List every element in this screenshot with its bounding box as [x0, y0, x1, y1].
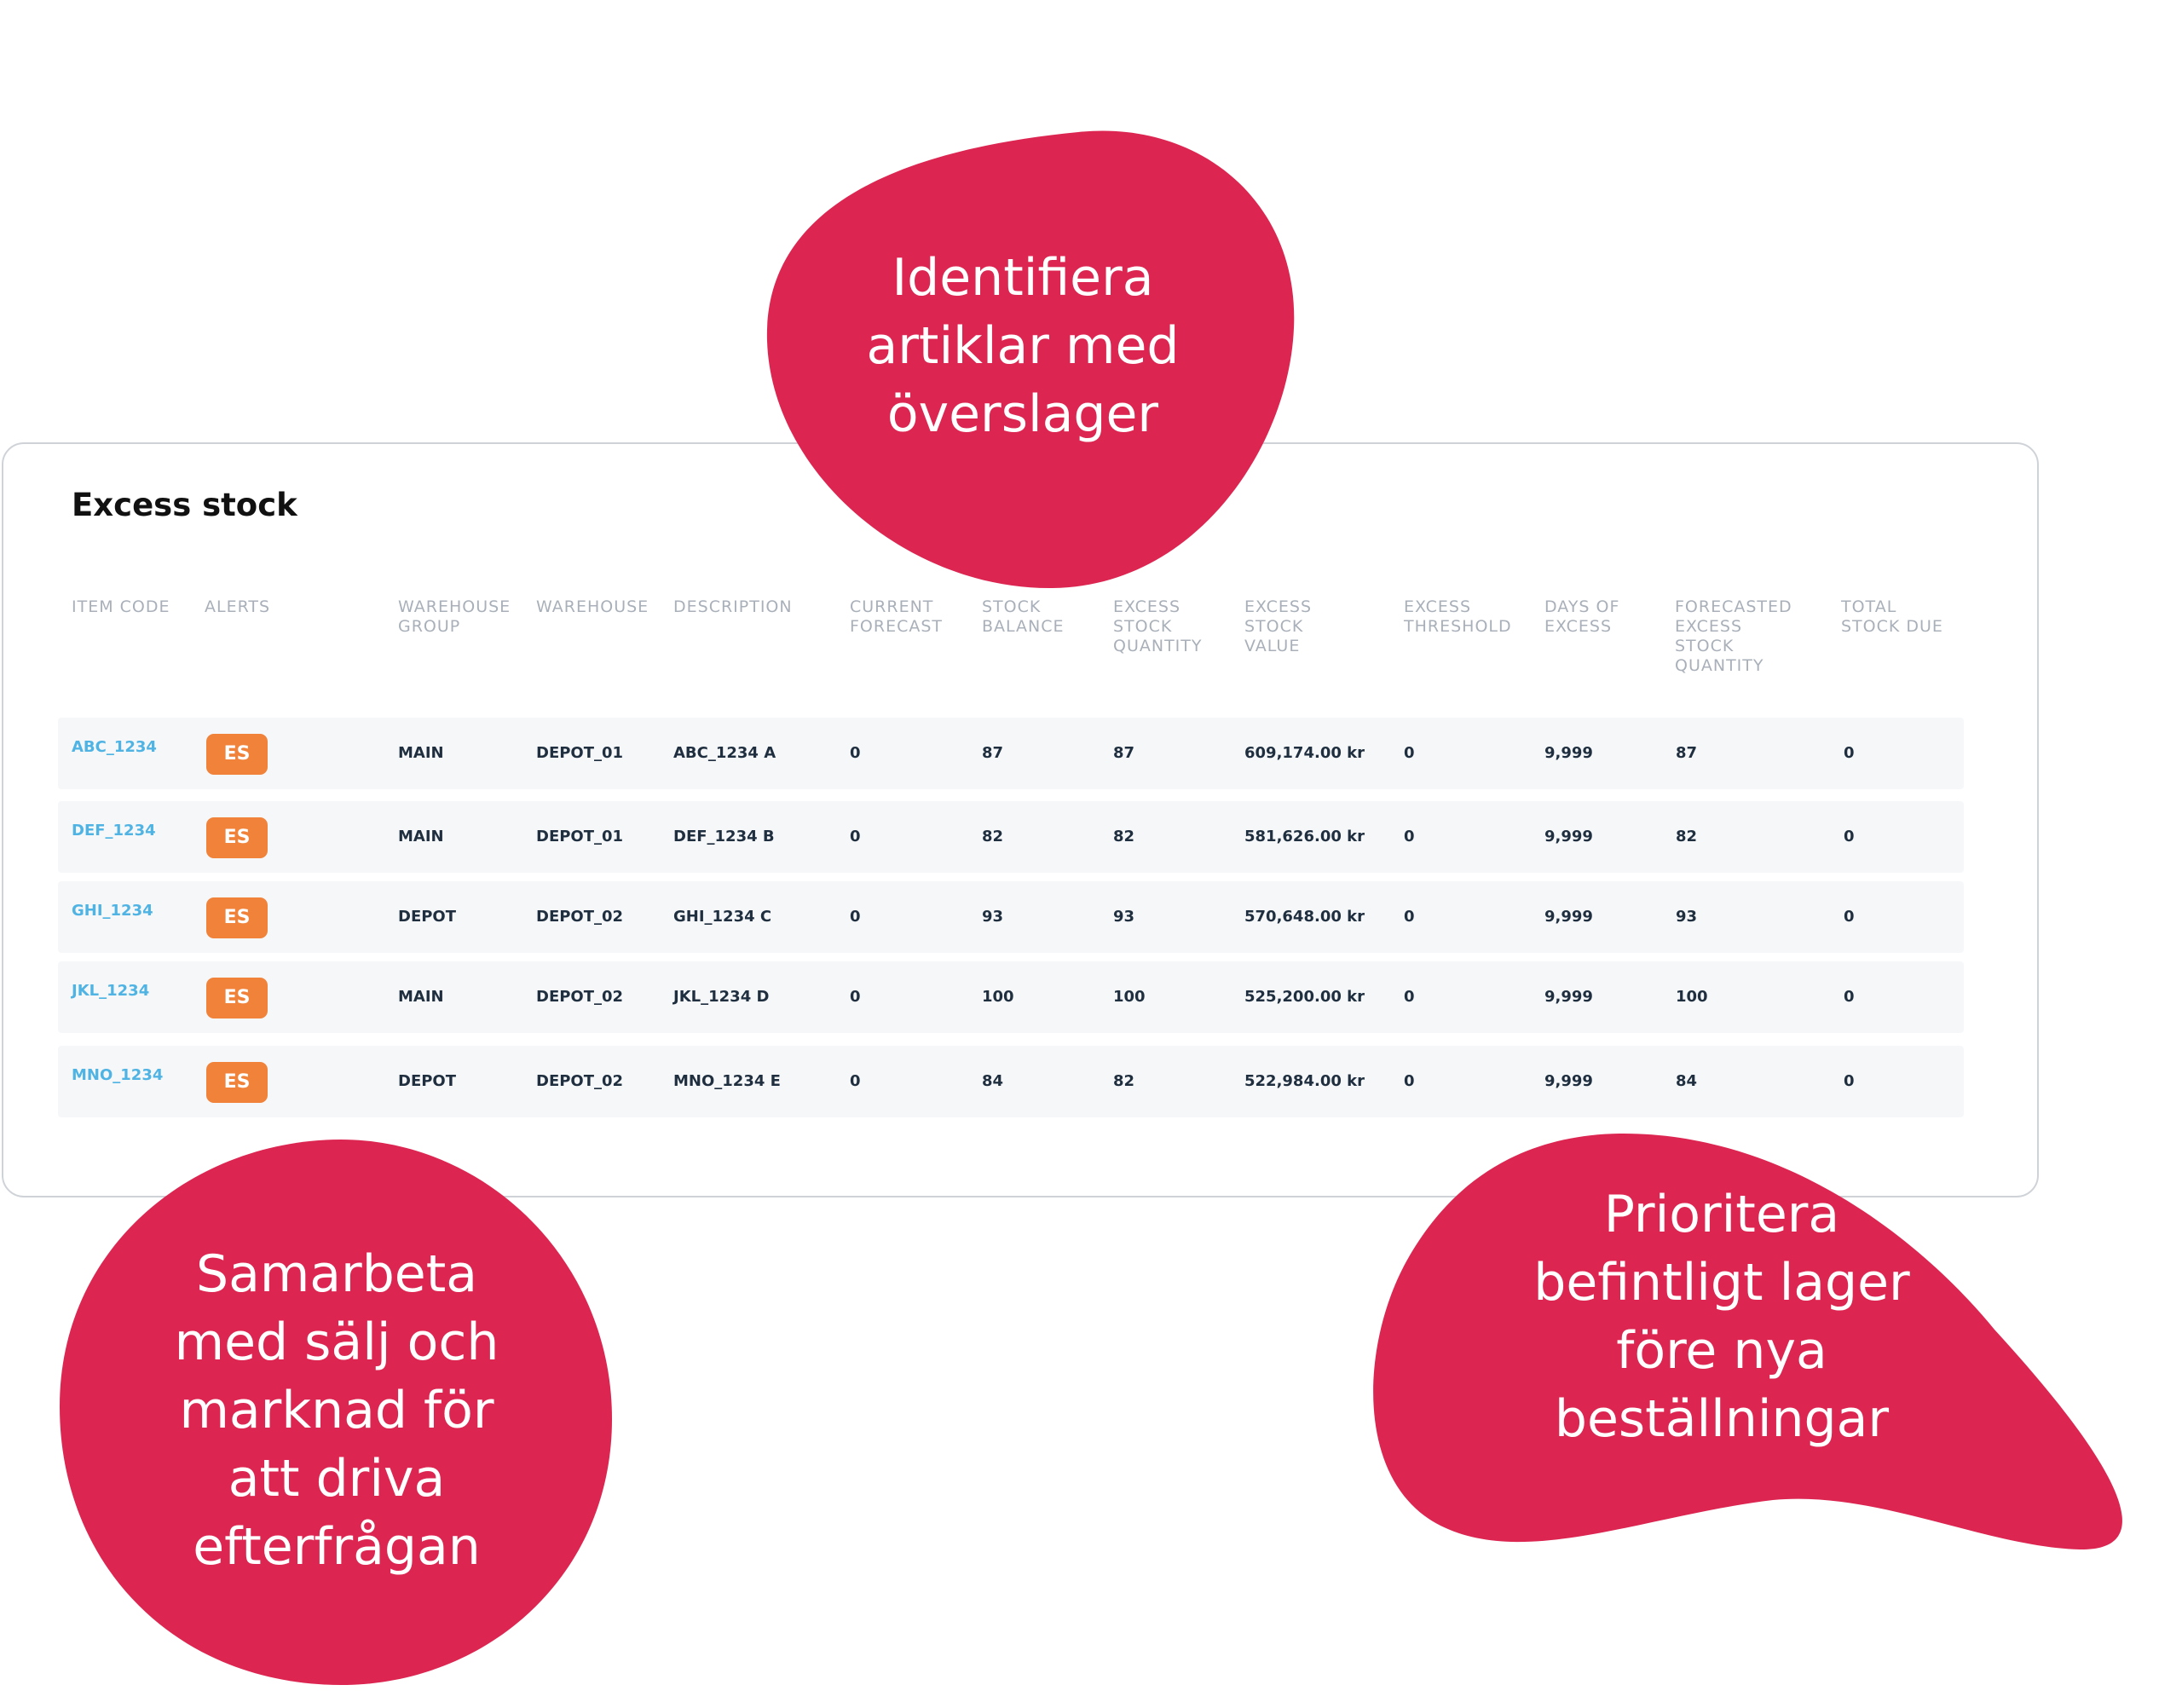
column-header-forecasted-excess-stock-quantity[interactable]: FORECASTED EXCESS STOCK QUANTITY	[1675, 597, 1792, 675]
warehouse-cell: DEPOT_01	[536, 828, 624, 845]
excess-threshold-cell: 0	[1404, 744, 1415, 762]
excess-stock-value-cell: 525,200.00 kr	[1244, 988, 1365, 1006]
callout-text-right: Prioritera befintligt lager före nya bes…	[1533, 1185, 1910, 1449]
current-forecast-cell: 0	[850, 988, 861, 1006]
alert-badge[interactable]: ES	[206, 734, 268, 775]
item-code-link[interactable]: ABC_1234	[72, 738, 157, 756]
excess-stock-value-cell: 581,626.00 kr	[1244, 828, 1365, 845]
item-code-link[interactable]: GHI_1234	[72, 902, 153, 920]
excess-threshold-cell: 0	[1404, 908, 1415, 926]
total-stock-due-cell: 0	[1844, 1072, 1855, 1090]
callout-text-left: Samarbeta med sälj och marknad för att d…	[174, 1244, 499, 1577]
warehouse-group-cell: DEPOT	[398, 1072, 457, 1090]
days-of-excess-cell: 9,999	[1544, 828, 1593, 845]
alert-badge[interactable]: ES	[206, 978, 268, 1018]
item-code-link[interactable]: MNO_1234	[72, 1066, 164, 1084]
column-header-alerts[interactable]: ALERTS	[205, 597, 271, 616]
warehouse-cell: DEPOT_02	[536, 908, 624, 926]
total-stock-due-cell: 0	[1844, 828, 1855, 845]
column-header-item-code[interactable]: ITEM CODE	[72, 597, 170, 616]
description-cell: ABC_1234 A	[673, 744, 776, 762]
card-title: Excess stock	[72, 487, 297, 523]
total-stock-due-cell: 0	[1844, 744, 1855, 762]
forecasted-excess-stock-quantity-cell: 93	[1676, 908, 1698, 926]
column-header-current-forecast[interactable]: CURRENT FORECAST	[850, 597, 944, 636]
column-header-excess-threshold[interactable]: EXCESS THRESHOLD	[1404, 597, 1512, 636]
stock-balance-cell: 87	[982, 744, 1004, 762]
stock-balance-cell: 93	[982, 908, 1004, 926]
column-header-description[interactable]: DESCRIPTION	[673, 597, 793, 616]
table-row[interactable]: MNO_1234 ES DEPOT DEPOT_02 MNO_1234 E 0 …	[58, 1046, 1964, 1117]
column-header-warehouse-group[interactable]: WAREHOUSE GROUP	[398, 597, 511, 636]
stock-balance-cell: 84	[982, 1072, 1004, 1090]
current-forecast-cell: 0	[850, 744, 861, 762]
alert-badge[interactable]: ES	[206, 817, 268, 858]
callout-blob-left	[60, 1140, 612, 1685]
days-of-excess-cell: 9,999	[1544, 744, 1593, 762]
current-forecast-cell: 0	[850, 1072, 861, 1090]
warehouse-group-cell: MAIN	[398, 828, 444, 845]
total-stock-due-cell: 0	[1844, 908, 1855, 926]
days-of-excess-cell: 9,999	[1544, 908, 1593, 926]
table-row[interactable]: GHI_1234 ES DEPOT DEPOT_02 GHI_1234 C 0 …	[58, 881, 1964, 953]
stock-balance-cell: 82	[982, 828, 1004, 845]
column-header-excess-stock-quantity[interactable]: EXCESS STOCK QUANTITY	[1113, 597, 1203, 655]
warehouse-cell: DEPOT_01	[536, 744, 624, 762]
alert-badge[interactable]: ES	[206, 1062, 268, 1103]
forecasted-excess-stock-quantity-cell: 100	[1676, 988, 1708, 1006]
excess-threshold-cell: 0	[1404, 828, 1415, 845]
excess-stock-quantity-cell: 87	[1113, 744, 1135, 762]
total-stock-due-cell: 0	[1844, 988, 1855, 1006]
table-row[interactable]: ABC_1234 ES MAIN DEPOT_01 ABC_1234 A 0 8…	[58, 718, 1964, 789]
description-cell: JKL_1234 D	[673, 988, 770, 1006]
description-cell: DEF_1234 B	[673, 828, 775, 845]
description-cell: MNO_1234 E	[673, 1072, 781, 1090]
item-code-link[interactable]: DEF_1234	[72, 822, 156, 840]
callout-text-top: Identifiera artiklar med överslager	[866, 248, 1180, 444]
column-header-days-of-excess[interactable]: DAYS OF EXCESS	[1544, 597, 1620, 636]
excess-threshold-cell: 0	[1404, 988, 1415, 1006]
warehouse-group-cell: MAIN	[398, 988, 444, 1006]
excess-threshold-cell: 0	[1404, 1072, 1415, 1090]
column-header-stock-balance[interactable]: STOCK BALANCE	[982, 597, 1065, 636]
current-forecast-cell: 0	[850, 828, 861, 845]
warehouse-group-cell: DEPOT	[398, 908, 457, 926]
excess-stock-quantity-cell: 100	[1113, 988, 1146, 1006]
excess-stock-quantity-cell: 82	[1113, 828, 1135, 845]
table-row[interactable]: DEF_1234 ES MAIN DEPOT_01 DEF_1234 B 0 8…	[58, 801, 1964, 873]
table-row[interactable]: JKL_1234 ES MAIN DEPOT_02 JKL_1234 D 0 1…	[58, 961, 1964, 1033]
column-header-excess-stock-value[interactable]: EXCESS STOCK VALUE	[1244, 597, 1313, 655]
excess-stock-quantity-cell: 82	[1113, 1072, 1135, 1090]
item-code-link[interactable]: JKL_1234	[72, 982, 150, 1000]
days-of-excess-cell: 9,999	[1544, 1072, 1593, 1090]
days-of-excess-cell: 9,999	[1544, 988, 1593, 1006]
current-forecast-cell: 0	[850, 908, 861, 926]
alert-badge[interactable]: ES	[206, 897, 268, 938]
forecasted-excess-stock-quantity-cell: 84	[1676, 1072, 1698, 1090]
column-header-warehouse[interactable]: WAREHOUSE	[536, 597, 649, 616]
callout-blob-right	[1373, 1133, 2122, 1550]
description-cell: GHI_1234 C	[673, 908, 772, 926]
excess-stock-value-cell: 570,648.00 kr	[1244, 908, 1365, 926]
callout-blob-top	[766, 130, 1295, 589]
excess-stock-value-cell: 522,984.00 kr	[1244, 1072, 1365, 1090]
warehouse-group-cell: MAIN	[398, 744, 444, 762]
excess-stock-value-cell: 609,174.00 kr	[1244, 744, 1365, 762]
warehouse-cell: DEPOT_02	[536, 1072, 624, 1090]
warehouse-cell: DEPOT_02	[536, 988, 624, 1006]
forecasted-excess-stock-quantity-cell: 82	[1676, 828, 1698, 845]
excess-stock-quantity-cell: 93	[1113, 908, 1135, 926]
column-header-total-stock-due[interactable]: TOTAL STOCK DUE	[1841, 597, 1943, 636]
forecasted-excess-stock-quantity-cell: 87	[1676, 744, 1698, 762]
stock-balance-cell: 100	[982, 988, 1014, 1006]
